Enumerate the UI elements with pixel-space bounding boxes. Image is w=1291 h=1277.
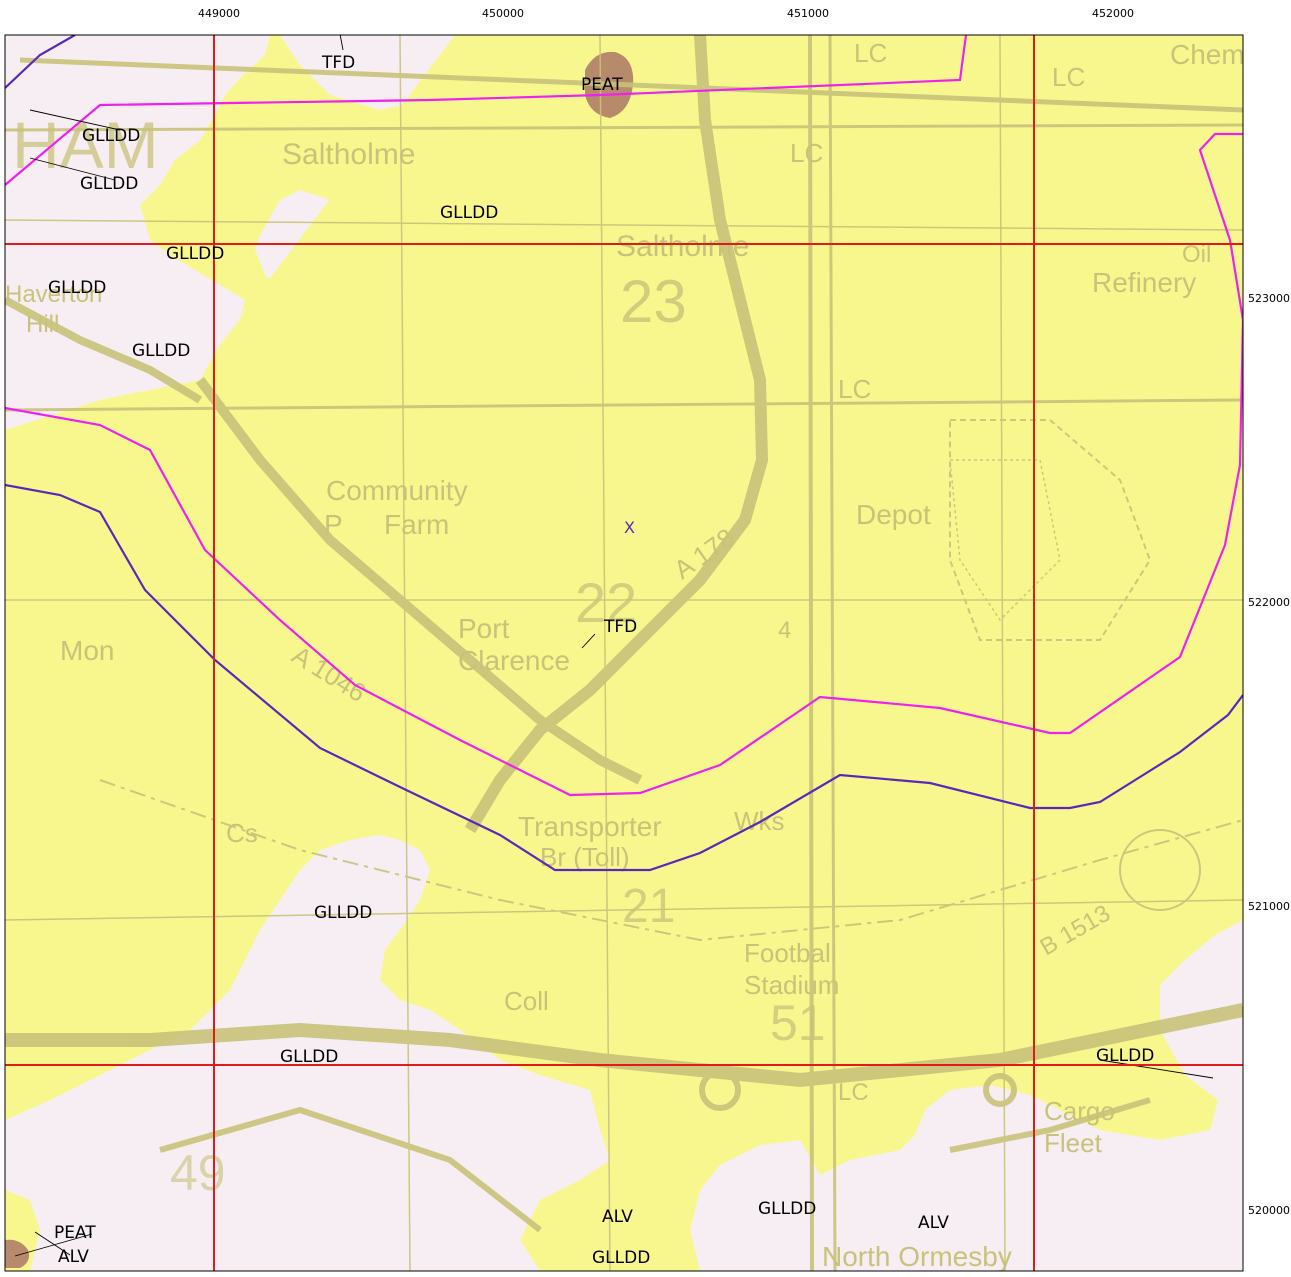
base-label: Depot — [856, 499, 931, 530]
base-label: 23 — [620, 268, 687, 335]
base-label: Port — [458, 613, 510, 644]
base-label: Saltholme — [616, 230, 749, 263]
geology-label-glldd: GLLDD — [1096, 1046, 1154, 1066]
geology-label-glldd: GLLDD — [80, 174, 138, 194]
geology-label-glldd: GLLDD — [132, 341, 190, 361]
base-label: Community — [326, 475, 468, 506]
base-label: LC — [838, 374, 871, 404]
x-tick-label: 449000 — [198, 7, 240, 20]
geology-label-alv: ALV — [918, 1213, 949, 1233]
geology-label-tfd: TFD — [321, 53, 355, 73]
geology-label-glldd: GLLDD — [48, 278, 106, 298]
base-label: 4 — [778, 617, 791, 644]
magenta-boundary-south — [5, 132, 1243, 797]
base-label: Coll — [504, 986, 549, 1016]
base-label: Transporter — [518, 811, 662, 842]
base-label: Mon — [60, 635, 114, 666]
geology-label-alv: ALV — [602, 1207, 633, 1227]
y-tick-label: 520000 — [1248, 1204, 1290, 1217]
base-label: Refinery — [1092, 267, 1196, 298]
os-grid-lines — [5, 35, 1243, 1271]
map-content: Saltholme HAM Saltholme 23 Community Far… — [5, 35, 1245, 1272]
purple-boundary — [5, 483, 1243, 872]
base-label: 49 — [170, 1145, 226, 1201]
base-label: Haverton — [5, 281, 102, 308]
base-label: Chem — [1170, 39, 1245, 70]
base-label: North Ormesby — [822, 1241, 1012, 1272]
y-axis-ticks: 523000 522000 521000 520000 — [1248, 292, 1290, 1217]
magenta-boundary-north — [5, 35, 968, 186]
x-tick-label: 450000 — [482, 7, 524, 20]
base-label: HAM — [12, 108, 159, 182]
geology-labels: TFD PEAT GLLDD GLLDD GLLDD GLLDD GLLDD G… — [48, 53, 1154, 1268]
base-label: Fleet — [1044, 1128, 1103, 1158]
y-tick-label: 523000 — [1248, 292, 1290, 305]
geology-label-glldd: GLLDD — [166, 244, 224, 264]
base-label: 21 — [622, 880, 675, 933]
map-frame — [4, 34, 1244, 1272]
base-label: Farm — [384, 509, 449, 540]
x-tick-label: 452000 — [1092, 7, 1134, 20]
x-axis-ticks: 449000 450000 451000 452000 — [198, 7, 1134, 20]
base-label: Saltholme — [282, 138, 415, 171]
base-label: Br (Toll) — [540, 842, 630, 872]
label-leader-lines — [14, 35, 1214, 1257]
base-label: Stadium — [744, 970, 839, 1000]
base-label: 51 — [770, 995, 826, 1051]
superficial-deposit-west — [5, 390, 240, 1120]
x-tick-label: 451000 — [787, 7, 829, 20]
base-label: LC — [790, 138, 823, 168]
peat-area-sw — [5, 1239, 29, 1268]
base-label: P — [324, 509, 343, 540]
base-label: Cargo — [1044, 1096, 1115, 1126]
base-label: Oil — [1182, 241, 1211, 268]
geology-label-tfd: TFD — [603, 617, 637, 637]
geology-label-glldd: GLLDD — [592, 1248, 650, 1268]
geology-label-peat: PEAT — [54, 1223, 96, 1243]
purple-boundary-nw — [5, 35, 76, 89]
y-tick-label: 522000 — [1248, 596, 1290, 609]
base-label: Hill — [26, 311, 59, 338]
base-label: Cs — [226, 818, 258, 848]
geology-label-glldd: GLLDD — [280, 1047, 338, 1067]
geology-label-glldd: GLLDD — [82, 126, 140, 146]
base-label: Clarence — [458, 645, 570, 676]
base-label: 22 — [575, 571, 637, 634]
base-label: LC — [838, 1079, 869, 1106]
base-label: LC — [1052, 62, 1085, 92]
site-marker: X — [624, 518, 635, 537]
geology-label-glldd: GLLDD — [758, 1199, 816, 1219]
geology-label-glldd: GLLDD — [440, 203, 498, 223]
geology-label-alv: ALV — [58, 1247, 89, 1267]
geology-label-glldd: GLLDD — [314, 903, 372, 923]
y-tick-label: 521000 — [1248, 900, 1290, 913]
base-label: LC — [854, 38, 887, 68]
geology-label-peat: PEAT — [581, 75, 623, 95]
base-label: Football — [744, 938, 837, 968]
